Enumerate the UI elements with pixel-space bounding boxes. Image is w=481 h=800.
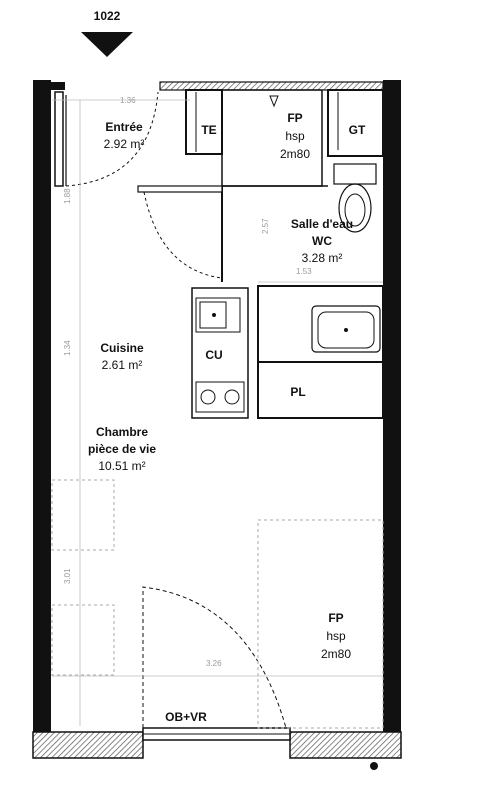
salle-eau-name-1: Salle d'eau	[291, 217, 353, 231]
hob-icon	[195, 381, 245, 413]
vent-icon	[370, 762, 378, 770]
bottom-wall-left	[32, 731, 144, 759]
fp-top-name: FP	[287, 111, 302, 125]
gt-cupboard	[327, 89, 384, 157]
washbasin-icon	[311, 305, 381, 353]
fp-bottom-name: FP	[328, 611, 343, 625]
entry-door-frame	[54, 91, 64, 187]
lot-number: 1022	[94, 9, 121, 23]
entry-door-swing	[65, 91, 159, 187]
top-wall-left	[51, 82, 65, 90]
dim-301: 3.01	[63, 568, 72, 584]
te-name: TE	[201, 123, 216, 137]
gt-name: GT	[349, 123, 366, 137]
fp-arrow-icon	[269, 95, 279, 108]
cuisine-name: Cuisine	[100, 341, 144, 355]
entree-name: Entrée	[105, 120, 143, 134]
fp-bottom-line3: 2m80	[321, 647, 351, 661]
fp-bottom-line2: hsp	[326, 629, 346, 643]
salle-eau-area: 3.28 m²	[302, 251, 343, 265]
right-wall	[383, 80, 401, 758]
te-cupboard	[185, 89, 223, 155]
fp-top-line2: hsp	[285, 129, 305, 143]
pl-name: PL	[290, 385, 305, 399]
fp-top-line3: 2m80	[280, 147, 310, 161]
chambre-name-2: pièce de vie	[88, 442, 156, 456]
kitchen-sink-icon	[195, 297, 241, 333]
cuisine-area: 2.61 m²	[102, 358, 143, 372]
orientation-arrow-icon	[81, 32, 133, 57]
top-wall-right	[159, 81, 384, 91]
dim-326: 3.26	[206, 659, 222, 668]
dim-257: 2.57	[261, 218, 270, 234]
window-label: OB+VR	[165, 710, 207, 724]
window-ob-vr	[142, 586, 291, 741]
chambre-area: 10.51 m²	[98, 459, 145, 473]
chambre-name-1: Chambre	[96, 425, 148, 439]
bathroom-door-swing	[143, 191, 223, 279]
cu-name: CU	[205, 348, 222, 362]
toilet-icon	[333, 163, 377, 233]
fp-top-zone	[221, 89, 323, 187]
bottom-wall-right	[289, 731, 402, 759]
dim-188: 1.88	[63, 188, 72, 204]
dim-153: 1.53	[296, 267, 312, 276]
kitchen-unit	[191, 287, 249, 419]
entree-area: 2.92 m²	[104, 137, 145, 151]
bathroom-door	[137, 185, 223, 193]
fp-bottom-zone	[257, 519, 384, 729]
dim-136: 1.36	[120, 96, 136, 105]
salle-eau-name-2: WC	[312, 234, 332, 248]
dim-134: 1.34	[63, 340, 72, 356]
left-wall	[33, 80, 51, 758]
